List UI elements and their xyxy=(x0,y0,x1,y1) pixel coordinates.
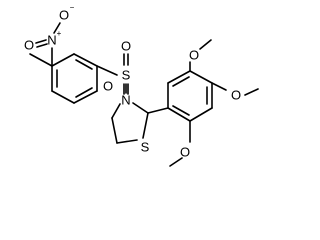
nitro-n-o-double-bond xyxy=(36,43,48,48)
methoxy-oxygen-top: O xyxy=(189,48,199,63)
bond xyxy=(167,70,191,84)
bond xyxy=(142,112,149,139)
sulfonyl-oxygen-bottom: O xyxy=(103,79,113,94)
methyl-bond xyxy=(29,53,53,67)
methoxy-methyl-bond xyxy=(169,157,183,167)
bond xyxy=(51,53,75,67)
methoxy-oxygen-right: O xyxy=(231,88,241,103)
bond xyxy=(132,102,149,114)
molecule-structure-diagram: O − N + O O S O N S O O O xyxy=(24,3,259,167)
bond xyxy=(75,87,93,98)
nitro-oxygen-left: O xyxy=(24,38,34,53)
nitro-nitrogen: N xyxy=(47,33,56,48)
bond xyxy=(172,76,190,87)
methoxy-oxygen-bottom: O xyxy=(180,145,190,160)
nitro-oxygen-charge: − xyxy=(70,3,75,12)
sulfonyl-sulfur: S xyxy=(122,68,131,83)
bond xyxy=(51,90,75,104)
ring-sulfur: S xyxy=(141,140,150,155)
bond xyxy=(189,70,213,84)
bond xyxy=(116,139,138,144)
nitro-nitrogen-charge: + xyxy=(57,29,62,38)
ring-nitrogen: N xyxy=(121,93,130,108)
nitrotolyl-ring xyxy=(51,53,98,104)
methoxy-methyl-bond xyxy=(244,88,259,96)
aryl-linker-bond xyxy=(147,107,169,114)
bond xyxy=(189,107,213,122)
trimethoxyphenyl-ring xyxy=(167,70,213,122)
bond xyxy=(111,117,118,144)
methoxy-bond xyxy=(211,82,227,91)
sulfonyl-oxygen-top: O xyxy=(121,39,131,54)
bond xyxy=(172,105,190,116)
bond xyxy=(75,59,93,70)
aryl-sulfonyl-bond xyxy=(96,65,118,76)
bond xyxy=(111,103,121,119)
nitro-n-o-bond xyxy=(53,22,61,34)
nitro-n-o-double-bond xyxy=(35,39,47,44)
bond xyxy=(73,90,98,104)
bond xyxy=(167,107,191,122)
bond xyxy=(73,53,98,67)
methoxy-methyl-bond xyxy=(199,39,212,50)
nitro-oxygen-top: O xyxy=(59,8,69,23)
